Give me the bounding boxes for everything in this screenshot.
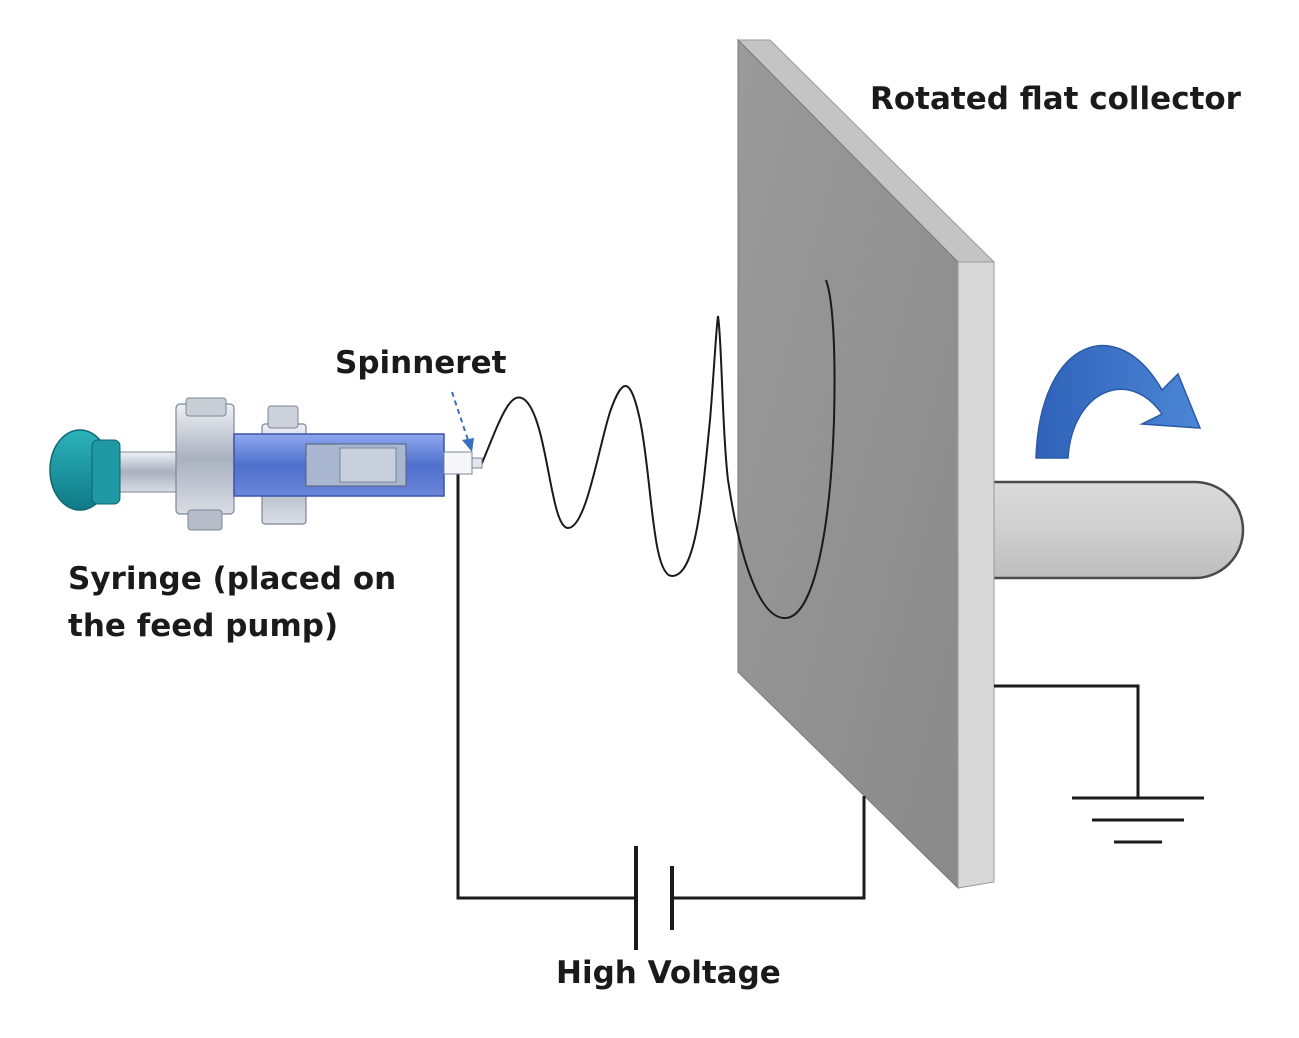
collector-label: Rotated flat collector xyxy=(870,81,1241,117)
battery-symbol-icon xyxy=(634,846,674,950)
rotation-arrow-icon xyxy=(1035,344,1202,459)
polymer-jet xyxy=(479,279,836,620)
voltage-circuit xyxy=(456,470,866,900)
syringe-label: Syringe (placed on the feed pump) xyxy=(68,556,396,649)
ground-symbol-icon xyxy=(994,684,1204,844)
collector-plate xyxy=(736,38,996,890)
high-voltage-label: High Voltage xyxy=(556,955,781,991)
spinneret-label: Spinneret xyxy=(335,345,507,381)
syringe-label-line-2: the feed pump) xyxy=(68,607,339,644)
dashed-arrow-icon xyxy=(451,391,474,452)
syringe-icon xyxy=(49,397,483,531)
syringe-label-line-1: Syringe (placed on xyxy=(68,561,397,597)
collector-shaft xyxy=(983,480,1245,580)
